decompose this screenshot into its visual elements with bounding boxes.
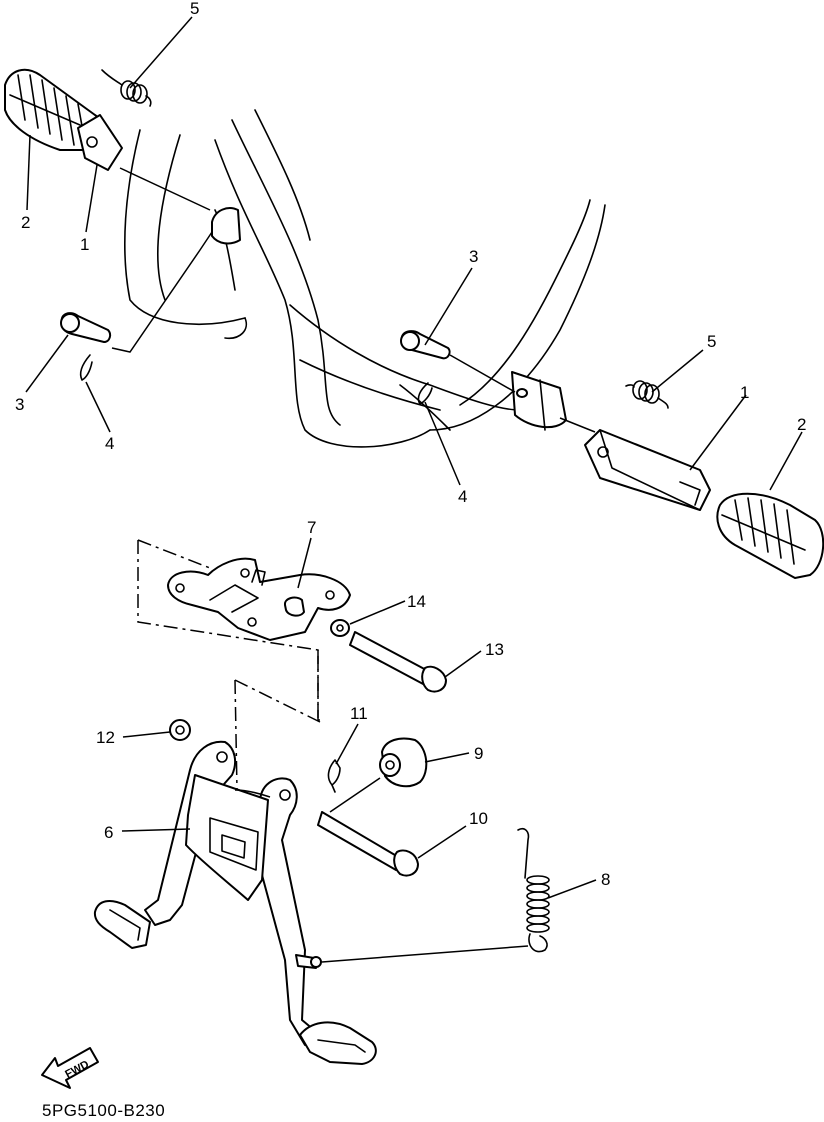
stand-bracket (167, 557, 351, 641)
callout-7: 7 (307, 518, 316, 537)
callout-13: 13 (485, 640, 504, 659)
pin-left (60, 312, 112, 343)
drawing-code: 5PG5100-B230 (42, 1101, 165, 1120)
axis-line-right-2 (559, 417, 596, 433)
main-stand (93, 740, 377, 1065)
callout-4a: 4 (105, 434, 114, 453)
rubber-footrest-right (716, 492, 824, 579)
spring-left (101, 69, 152, 107)
collar-9 (379, 737, 428, 788)
axis-line-left-2 (111, 231, 213, 353)
bolt-10 (317, 811, 419, 877)
axis-line-collar (329, 777, 381, 813)
callout-3b: 3 (469, 247, 478, 266)
callout-1b: 1 (740, 383, 749, 402)
callout-labels: 5 2 1 3 4 3 4 5 1 2 7 14 13 12 11 9 6 10… (15, 0, 806, 889)
clip-11 (327, 759, 341, 793)
callout-2a: 2 (21, 213, 30, 232)
callout-10: 10 (469, 809, 488, 828)
callout-2b: 2 (797, 415, 806, 434)
footrest-bracket-right (584, 429, 711, 511)
axis-line-spring (321, 945, 529, 963)
pivot-line (234, 789, 271, 798)
callout-5a: 5 (190, 0, 199, 18)
washer-14 (330, 619, 350, 637)
spring-8 (517, 827, 550, 953)
clip-right (417, 382, 433, 405)
axis-line-right-1 (449, 354, 516, 393)
washer-12 (169, 719, 191, 741)
bolt-13 (349, 631, 447, 693)
footrest-bracket-left (77, 114, 123, 171)
fwd-arrow-icon: FWD (41, 1047, 99, 1089)
clip-left (79, 354, 93, 381)
callout-8: 8 (601, 870, 610, 889)
callout-1a: 1 (80, 235, 89, 254)
callout-3a: 3 (15, 395, 24, 414)
frame-tubes (123, 109, 606, 448)
callout-14: 14 (407, 592, 426, 611)
callout-9: 9 (474, 744, 483, 763)
callout-11: 11 (350, 704, 368, 723)
callout-4b: 4 (458, 487, 467, 506)
spring-right (625, 380, 669, 409)
leader-lines (25, 16, 803, 899)
callout-12: 12 (96, 728, 115, 747)
axis-line-left-1 (119, 167, 211, 211)
callout-6: 6 (104, 823, 113, 842)
callout-5b: 5 (707, 332, 716, 351)
stand-bracket-box (137, 539, 321, 791)
